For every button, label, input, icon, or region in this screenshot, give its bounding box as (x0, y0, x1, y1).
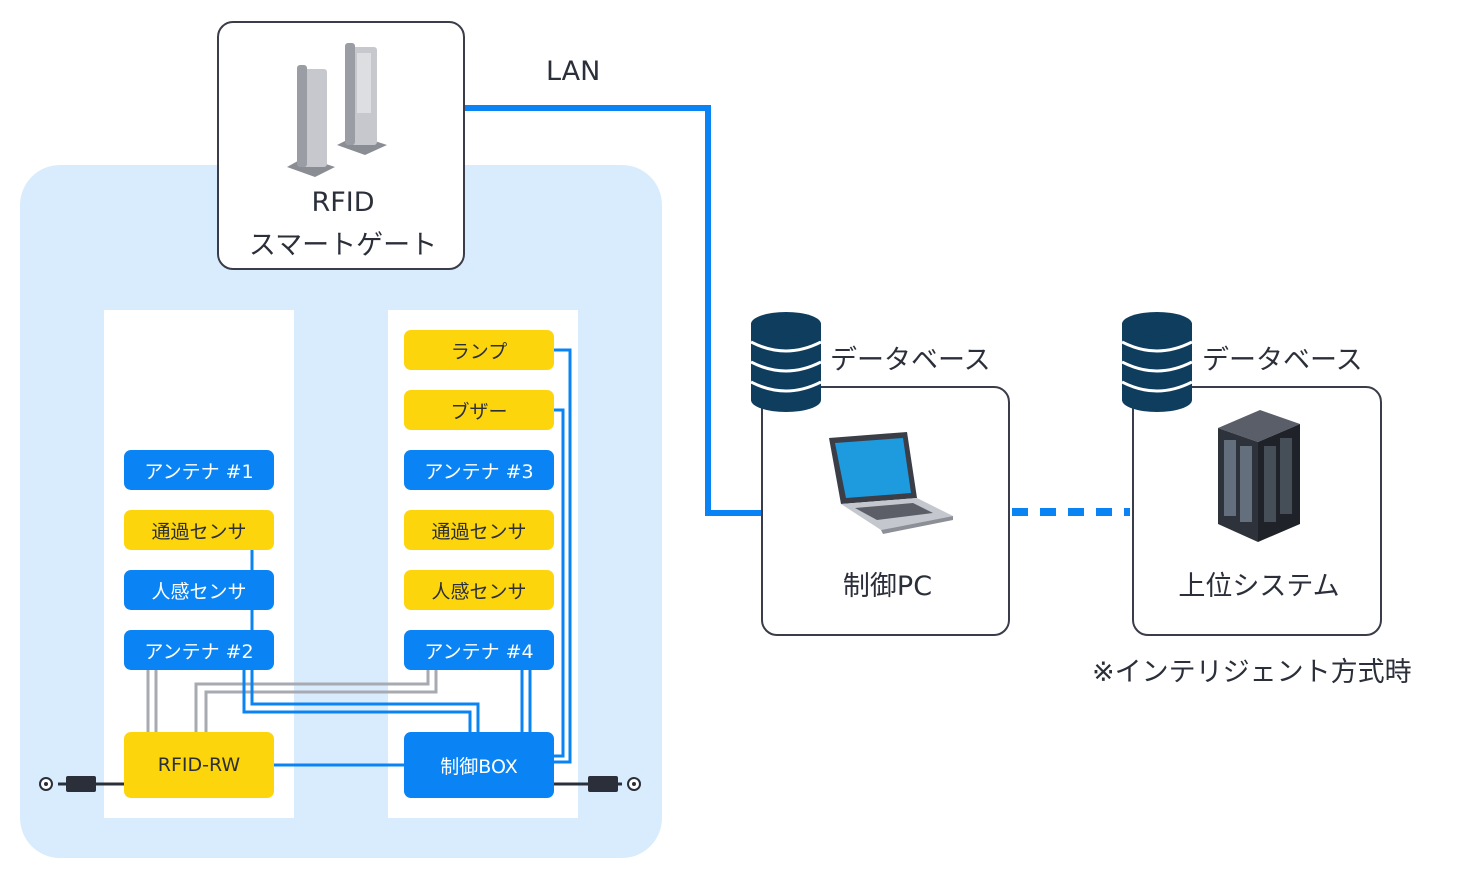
antenna-3-box: アンテナ #3 (404, 450, 554, 490)
gate-title-line2: スマートゲート (248, 230, 438, 261)
lan-line (464, 105, 762, 516)
rfid-rw-box: RFID-RW (124, 732, 274, 798)
power-plug-right (554, 776, 641, 792)
control-pc-label: 制御PC (842, 571, 933, 602)
control-box: 制御BOX (404, 732, 554, 798)
database-icon-host (1122, 312, 1192, 412)
antenna-1-box: アンテナ #1 (124, 450, 274, 490)
database-label-pc: データベース (830, 345, 991, 376)
motion-sensor-right-box: 人感センサ (404, 570, 554, 610)
smart-gate-icon (287, 43, 387, 177)
lamp-box: ランプ (404, 330, 554, 370)
pass-sensor-left-box: 通過センサ (124, 510, 274, 550)
lan-label: LAN (546, 56, 601, 87)
host-system-label: 上位システム (1178, 571, 1340, 602)
motion-sensor-left-box: 人感センサ (124, 570, 274, 610)
database-icon-pc (751, 312, 821, 412)
host-system-card: 上位システム (1132, 386, 1382, 636)
gate-title-line1: RFID (311, 187, 375, 218)
antenna-4-box: アンテナ #4 (404, 630, 554, 670)
pass-sensor-right-box: 通過センサ (404, 510, 554, 550)
database-label-host: データベース (1202, 345, 1363, 376)
laptop-icon (829, 432, 953, 534)
control-pc-card: 制御PC (761, 386, 1010, 636)
buzzer-box: ブザー (404, 390, 554, 430)
server-rack-icon (1218, 410, 1300, 542)
intelligent-mode-note: ※インテリジェント方式時 (1092, 657, 1412, 688)
antenna-2-box: アンテナ #2 (124, 630, 274, 670)
rfid-smart-gate-card: RFID スマートゲート (217, 21, 465, 270)
power-plug-left (39, 776, 124, 792)
